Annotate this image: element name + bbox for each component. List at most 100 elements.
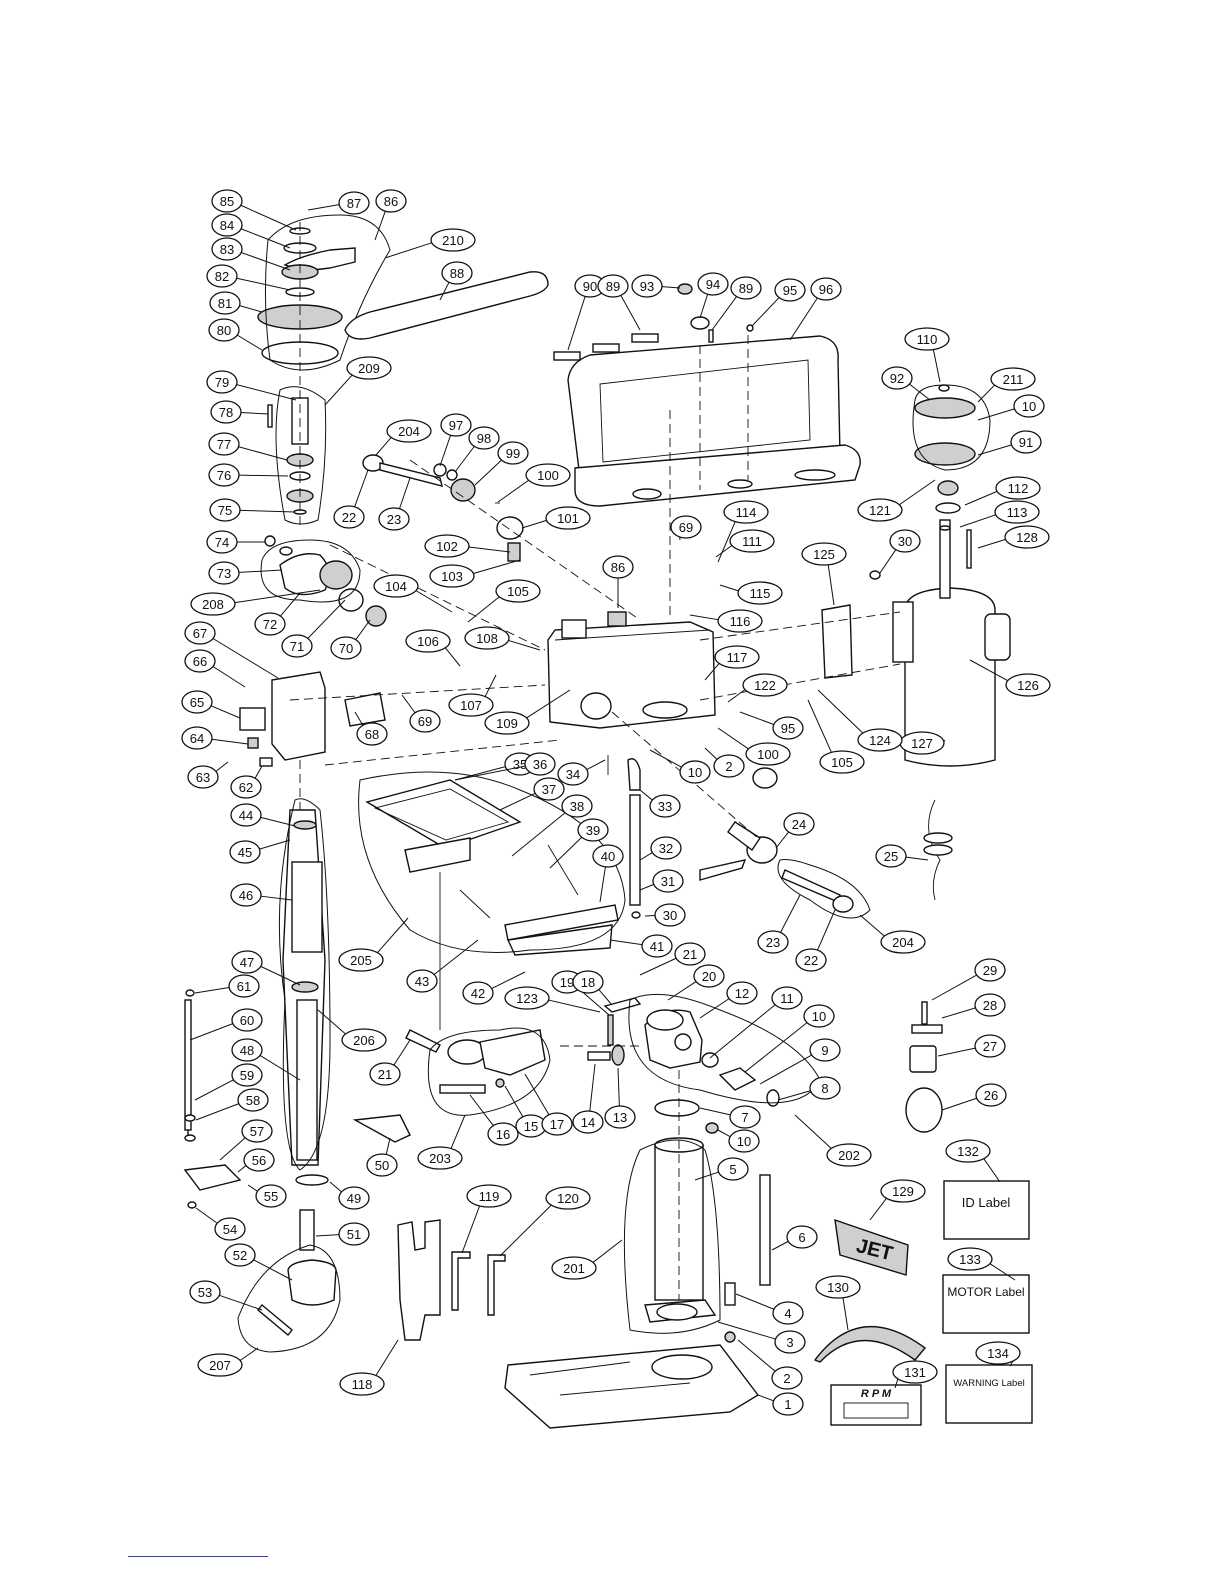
callout-oval <box>693 964 725 988</box>
callout-96: 96 <box>789 277 842 341</box>
callout-leader <box>689 614 719 621</box>
callout-28: 28 <box>941 993 1006 1019</box>
callout-oval <box>774 1330 806 1354</box>
callout-number: 116 <box>730 614 751 629</box>
callout-leader <box>719 584 739 592</box>
callout-oval <box>487 1122 519 1146</box>
callout-leader <box>375 437 392 456</box>
callout-16: 16 <box>469 1094 519 1146</box>
callout-leader <box>454 765 526 781</box>
callout-oval <box>229 840 261 864</box>
callout-81: 81 <box>209 291 263 315</box>
callout-leader <box>771 1240 789 1251</box>
callout-oval <box>974 993 1006 1017</box>
callout-number: 72 <box>263 617 277 632</box>
callout-51: 51 <box>315 1222 370 1246</box>
rpm-label-text: R P M <box>861 1388 892 1400</box>
id-label-text: ID Label <box>962 1195 1011 1210</box>
callout-oval <box>990 367 1036 391</box>
callout-leader <box>586 759 606 771</box>
callout-14: 14 <box>572 1063 604 1134</box>
callout-oval <box>464 626 510 650</box>
callout-leader <box>280 592 301 617</box>
callout-34: 34 <box>557 759 606 786</box>
callout-number: 79 <box>215 375 229 390</box>
callout-number: 74 <box>215 535 229 550</box>
callout-number: 41 <box>650 939 664 954</box>
callout-oval <box>649 794 681 818</box>
callout-oval <box>230 883 262 907</box>
callout-71: 71 <box>281 599 346 658</box>
callout-oval <box>947 1247 993 1271</box>
callout-leader <box>195 1207 218 1224</box>
callout-oval <box>857 498 903 522</box>
callout-number: 39 <box>586 823 600 838</box>
callout-number: 7 <box>741 1110 748 1125</box>
callout-44: 44 <box>230 803 296 827</box>
callout-number: 209 <box>358 361 380 376</box>
callout-number: 69 <box>679 520 693 535</box>
callout-oval <box>184 649 216 673</box>
callout-number: 96 <box>819 282 833 297</box>
callout-leader <box>661 286 681 289</box>
callout-number: 10 <box>737 1134 751 1149</box>
callout-oval <box>742 673 788 697</box>
callout-54: 54 <box>195 1207 246 1241</box>
callout-oval <box>255 1184 287 1208</box>
callout-number: 114 <box>736 505 757 520</box>
callout-oval <box>375 189 407 213</box>
callout-oval <box>803 1004 835 1028</box>
callout-leader <box>260 895 293 901</box>
callout-oval <box>209 498 241 522</box>
callout-number: 12 <box>735 986 749 1001</box>
callout-209: 209 <box>324 356 392 406</box>
callout-52: 52 <box>224 1243 293 1281</box>
callout-number: 126 <box>1017 678 1039 693</box>
callout-number: 88 <box>450 266 464 281</box>
callout-oval <box>386 419 432 443</box>
callout-204: 204 <box>375 419 432 456</box>
callout-leader <box>717 521 736 563</box>
callout-number: 20 <box>702 969 716 984</box>
callout-105: 105 <box>467 579 541 623</box>
callout-number: 94 <box>706 277 720 292</box>
callout-76: 76 <box>208 463 289 487</box>
callout-number: 125 <box>813 547 835 562</box>
callout-oval <box>281 634 313 658</box>
callout-41: 41 <box>609 934 673 958</box>
callout-27: 27 <box>937 1034 1006 1058</box>
callout-30: 30 <box>644 903 686 927</box>
callout-number: 31 <box>661 874 675 889</box>
callout-109: 109 <box>484 689 571 735</box>
callout-oval <box>809 1076 841 1100</box>
callout-leader <box>807 699 832 753</box>
callout-leader <box>240 228 291 249</box>
callout-number: 29 <box>983 963 997 978</box>
callout-number: 38 <box>570 799 584 814</box>
callout-leader <box>704 747 718 760</box>
callout-oval <box>409 709 441 733</box>
callout-leader <box>567 296 586 351</box>
callout-leader <box>484 674 497 697</box>
callout-number: 30 <box>898 534 912 549</box>
callout-leader <box>385 1137 391 1155</box>
callout-number: 100 <box>537 468 559 483</box>
callout-oval <box>945 1139 991 1163</box>
callout-oval <box>713 754 745 778</box>
callout-leader <box>194 1079 234 1101</box>
callout-leader <box>329 1181 342 1193</box>
callout-oval <box>369 1062 401 1086</box>
callout-leader <box>219 1137 246 1161</box>
callout-oval <box>206 530 238 554</box>
callout-leader <box>817 689 864 734</box>
callout-17: 17 <box>524 1073 573 1136</box>
callout-oval <box>373 574 419 598</box>
callout-oval <box>995 476 1041 500</box>
callout-oval <box>631 274 663 298</box>
callout-oval <box>795 948 827 972</box>
callout-number: 33 <box>658 799 672 814</box>
callout-oval <box>405 629 451 653</box>
callout-leader <box>667 981 697 1001</box>
callout-oval <box>819 750 865 774</box>
callout-number: 32 <box>659 841 673 856</box>
